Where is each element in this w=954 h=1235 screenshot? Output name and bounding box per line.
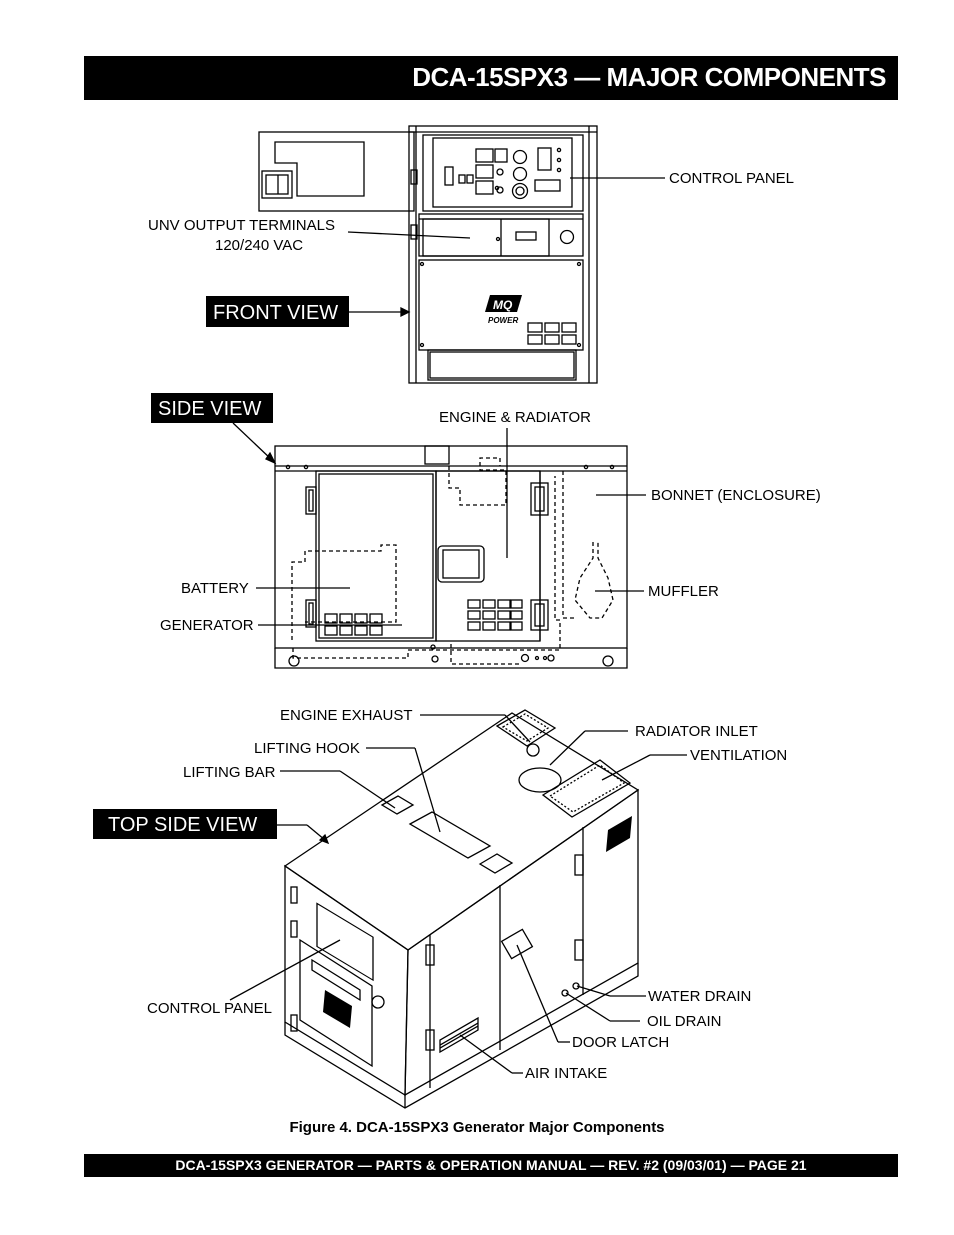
side-view-tag: SIDE VIEW (158, 398, 261, 420)
label-lifting-hook: LIFTING HOOK (254, 740, 360, 757)
label-oil-drain: OIL DRAIN (647, 1013, 721, 1030)
top-side-view-leaders (229, 714, 687, 1074)
top-side-view-tag: TOP SIDE VIEW (108, 814, 257, 836)
top-side-view-tag-box (93, 809, 277, 839)
label-engine-radiator: ENGINE & RADIATOR (439, 409, 591, 426)
label-unv-voltage: 120/240 VAC (215, 237, 303, 254)
mq-logo-letters: MQ (493, 298, 513, 312)
label-door-latch: DOOR LATCH (572, 1034, 669, 1051)
mq-logo-word: POWER (488, 316, 518, 325)
side-view-drawing (274, 445, 628, 669)
page-footer: DCA-15SPX3 GENERATOR — PARTS & OPERATION… (175, 1157, 807, 1173)
front-view-tag: FRONT VIEW (213, 302, 338, 324)
label-unv-output-terminals: UNV OUTPUT TERMINALS (148, 217, 335, 234)
label-control-panel-top: CONTROL PANEL (147, 1000, 272, 1017)
side-view-leaders (232, 422, 646, 626)
page-title: DCA-15SPX3 — MAJOR COMPONENTS (412, 62, 886, 92)
label-water-drain: WATER DRAIN (648, 988, 751, 1005)
label-bonnet: BONNET (ENCLOSURE) (651, 487, 821, 504)
top-side-view-drawing (283, 709, 640, 1109)
side-vent-engine (467, 599, 523, 631)
label-engine-exhaust: ENGINE EXHAUST (280, 707, 413, 724)
footer-bar: DCA-15SPX3 GENERATOR — PARTS & OPERATION… (84, 1154, 898, 1177)
label-radiator-inlet: RADIATOR INLET (635, 723, 758, 740)
label-lifting-bar: LIFTING BAR (183, 764, 276, 781)
front-view-leaders (347, 177, 665, 318)
front-view-tag-box (206, 296, 349, 327)
front-view-drawing (258, 125, 598, 384)
label-air-intake: AIR INTAKE (525, 1065, 607, 1082)
mq-logo: MQ POWER (485, 295, 522, 325)
label-muffler: MUFFLER (648, 583, 719, 600)
label-battery: BATTERY (181, 580, 249, 597)
mq-logo-front-small (323, 990, 352, 1028)
label-generator: GENERATOR (160, 617, 254, 634)
side-vent-generator (324, 613, 383, 636)
label-control-panel-front: CONTROL PANEL (669, 170, 794, 187)
side-view-tag-box (151, 393, 273, 423)
title-bar: DCA-15SPX3 — MAJOR COMPONENTS (84, 56, 898, 100)
figure-caption: Figure 4. DCA-15SPX3 Generator Major Com… (289, 1119, 665, 1136)
label-ventilation: VENTILATION (690, 747, 787, 764)
mq-logo-side (606, 816, 632, 852)
